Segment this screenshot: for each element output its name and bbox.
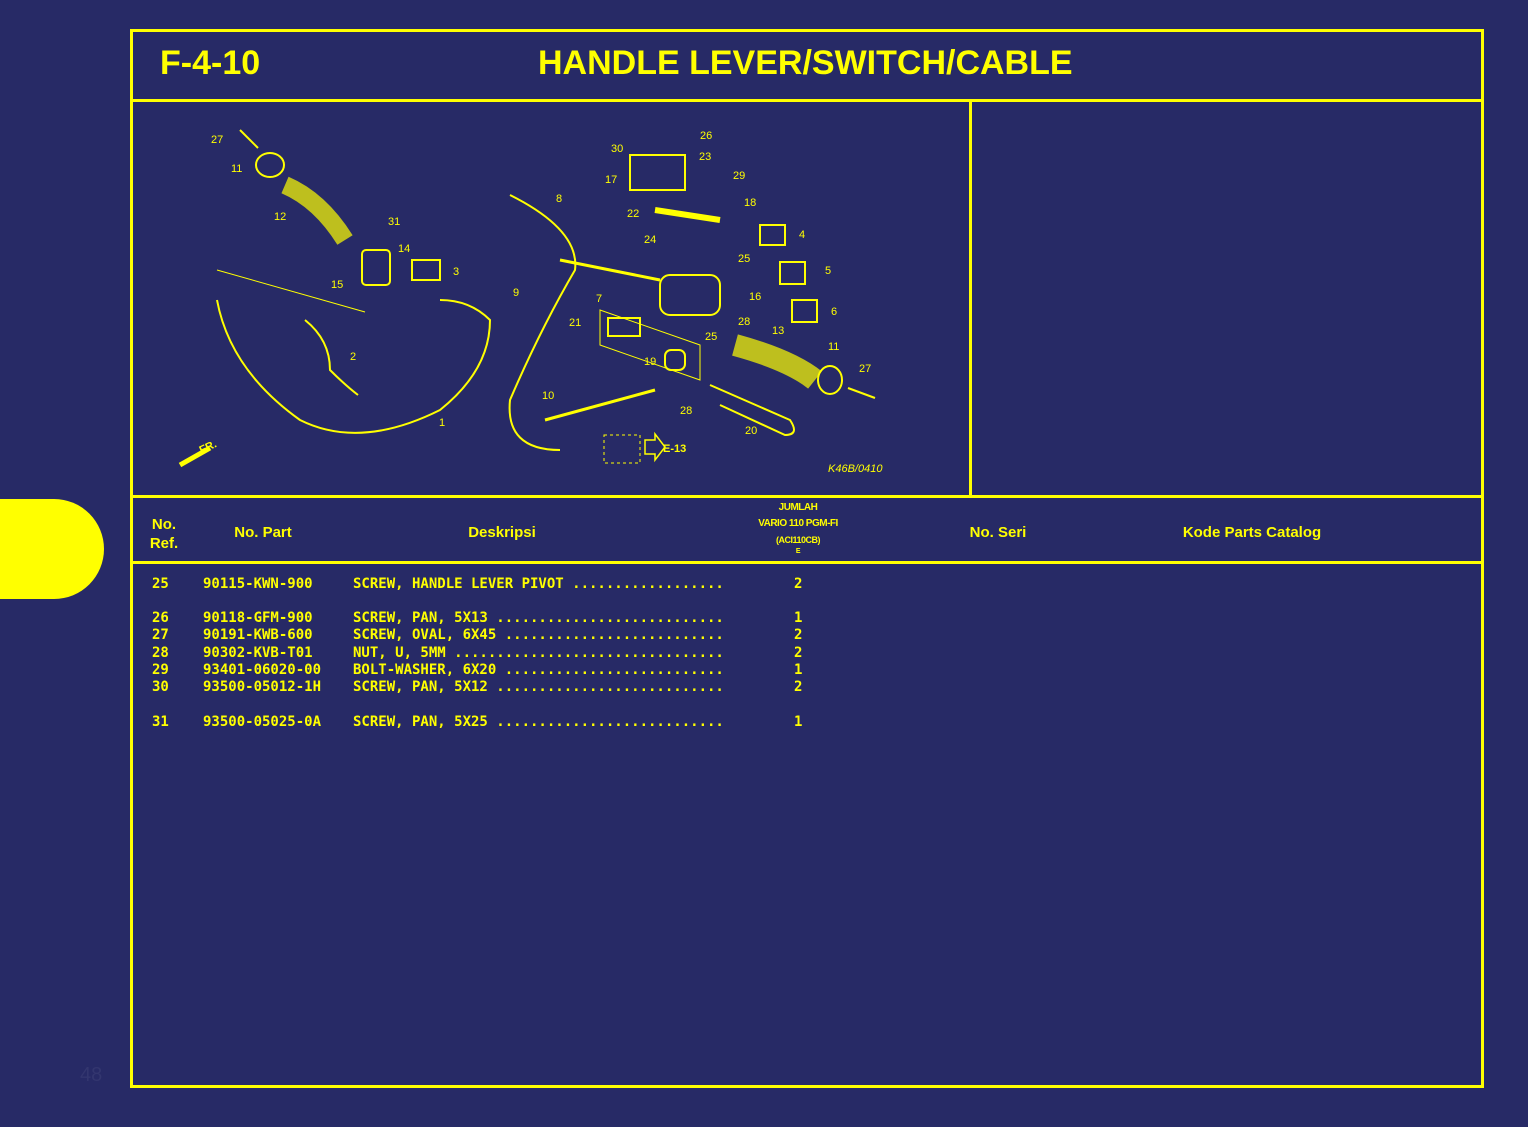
divider (130, 495, 1484, 498)
row-part-number: 90115-KWN-900 (203, 576, 313, 592)
cover-shape (629, 154, 686, 191)
callout-label: 30 (611, 143, 623, 155)
row-ref: 30 (152, 679, 169, 695)
header-qty-type: E (795, 548, 801, 555)
callout-label: 21 (569, 317, 581, 329)
drawing-code: K46B/0410 (828, 463, 883, 475)
callout-label: 17 (605, 174, 617, 186)
callout-label: 25 (738, 253, 750, 265)
callout-label: 1 (439, 417, 445, 429)
row-quantity: 2 (794, 679, 803, 695)
row-quantity: 1 (794, 714, 803, 730)
row-ref: 31 (152, 714, 169, 730)
grip-end-shape (255, 152, 285, 178)
row-part-number: 90302-KVB-T01 (203, 645, 313, 661)
callout-label: 18 (744, 197, 756, 209)
callout-label: 9 (513, 287, 519, 299)
row-ref: 27 (152, 627, 169, 643)
housing-shape (659, 274, 721, 316)
header-qty-code: (ACI110CB) (775, 535, 821, 545)
callout-label: 26 (700, 130, 712, 142)
header-part: No. Part (234, 524, 292, 541)
header-serial: No. Seri (969, 524, 1027, 541)
callout-label: 4 (799, 229, 805, 241)
parts-diagram: 27 11 12 31 14 3 15 2 1 8 9 7 21 19 10 3… (178, 129, 883, 475)
front-label: FR. (198, 438, 219, 456)
callout-label: 3 (453, 266, 459, 278)
row-description: SCREW, OVAL, 6X45 ......................… (353, 627, 724, 643)
wire-shape (304, 319, 359, 396)
callout-label: 31 (388, 216, 400, 228)
row-description: BOLT-WASHER, 6X20 ......................… (353, 662, 724, 678)
row-ref: 26 (152, 610, 169, 626)
callout-label: 28 (738, 316, 750, 328)
callout-label: 27 (211, 134, 223, 146)
parts-frame (130, 29, 1484, 1088)
header-catalog: Kode Parts Catalog (1182, 524, 1322, 541)
callout-label: 25 (705, 331, 717, 343)
right-grip-shape (732, 334, 822, 389)
callout-label: 2 (350, 351, 356, 363)
row-part-number: 90191-KWB-600 (203, 627, 313, 643)
row-quantity: 2 (794, 576, 803, 592)
row-description: SCREW, HANDLE LEVER PIVOT ..............… (353, 576, 724, 592)
callout-label: 14 (398, 243, 410, 255)
row-description: SCREW, PAN, 5X25 .......................… (353, 714, 724, 730)
header-description: Deskripsi (468, 524, 536, 541)
page-number: 48 (80, 1064, 103, 1086)
callout-label: 5 (825, 265, 831, 277)
callout-label: 22 (627, 208, 639, 220)
callout-label: 11 (231, 163, 242, 175)
row-ref: 29 (152, 662, 169, 678)
callout-label: 28 (680, 405, 692, 417)
row-part-number: 90118-GFM-900 (203, 610, 313, 626)
callout-label: 23 (699, 151, 711, 163)
callout-label: 29 (733, 170, 745, 182)
callout-label: 20 (745, 425, 757, 437)
row-ref: 28 (152, 645, 169, 661)
switch-part-shape (411, 259, 441, 281)
row-description: SCREW, PAN, 5X13 .......................… (353, 610, 724, 626)
row-part-number: 93401-06020-00 (203, 662, 322, 678)
callout-label: 15 (331, 279, 343, 291)
callout-label: 10 (542, 390, 554, 402)
header-qty-title: JUMLAH (778, 502, 818, 513)
part-shape (607, 317, 641, 337)
header-ref-line2: Ref. (149, 535, 179, 552)
header-qty-model: VARIO 110 PGM-FI (758, 518, 838, 529)
callout-label: 11 (828, 341, 839, 353)
divider (130, 561, 1484, 564)
callout-label: 13 (772, 325, 784, 337)
cable-shape (216, 299, 492, 434)
callout-label: 7 (596, 293, 602, 305)
screw-shape (239, 129, 259, 149)
switch-shape (361, 249, 391, 286)
divider (130, 99, 1484, 102)
lever-shape (709, 384, 795, 437)
callout-label: 16 (749, 291, 761, 303)
row-quantity: 2 (794, 645, 803, 661)
row-part-number: 93500-05025-0A (203, 714, 322, 730)
row-quantity: 2 (794, 627, 803, 643)
row-quantity: 1 (794, 662, 803, 678)
divider (969, 100, 972, 497)
callout-label: 12 (274, 211, 286, 223)
section-tab[interactable] (0, 499, 104, 599)
figure-code: F-4-10 (160, 44, 261, 82)
callout-label: 19 (644, 356, 656, 368)
callout-label: 6 (831, 306, 837, 318)
row-description: NUT, U, 5MM ............................… (353, 645, 724, 661)
callout-label: 8 (556, 193, 562, 205)
grip-shape (281, 176, 353, 245)
callout-label: 24 (644, 234, 656, 246)
row-ref: 25 (152, 576, 169, 592)
header-ref-line1: No. (151, 516, 177, 533)
reference-label: E-13 (663, 443, 686, 455)
page-title: HANDLE LEVER/SWITCH/CABLE (538, 44, 1073, 82)
row-description: SCREW, PAN, 5X12 .......................… (353, 679, 724, 695)
callout-label: 27 (859, 363, 871, 375)
throttle-cable-shape (508, 194, 577, 451)
row-part-number: 93500-05012-1H (203, 679, 322, 695)
row-quantity: 1 (794, 610, 803, 626)
